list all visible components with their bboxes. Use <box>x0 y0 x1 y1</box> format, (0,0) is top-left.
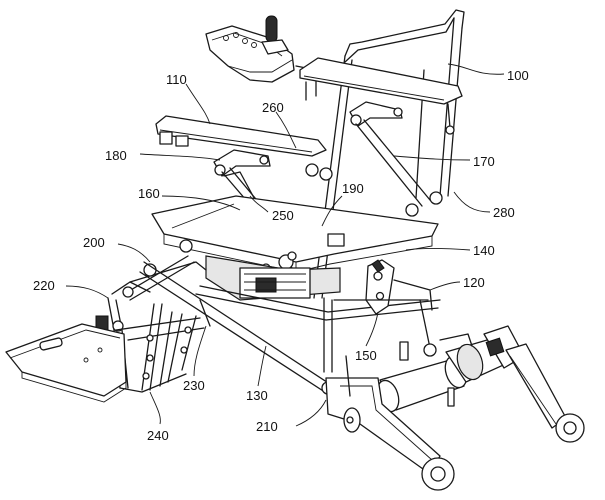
armrest-front <box>155 115 333 181</box>
label-150: 150 <box>355 348 377 363</box>
joystick-controller <box>205 15 317 101</box>
label-100: 100 <box>507 68 529 83</box>
label-160: 160 <box>138 186 160 201</box>
label-210: 210 <box>256 419 278 434</box>
label-110: 110 <box>166 72 187 87</box>
leader-lines <box>65 63 505 427</box>
label-200: 200 <box>83 235 105 250</box>
label-260: 260 <box>262 100 284 115</box>
reference-labels: 100 110 120 130 140 150 160 170 180 190 … <box>33 68 529 443</box>
label-120: 120 <box>463 275 485 290</box>
label-180: 180 <box>105 148 127 163</box>
label-230: 230 <box>183 378 205 393</box>
label-170: 170 <box>473 154 495 169</box>
label-280: 280 <box>493 205 515 220</box>
label-130: 130 <box>246 388 268 403</box>
seat-plate <box>151 195 439 273</box>
label-240: 240 <box>147 428 169 443</box>
label-220: 220 <box>33 278 55 293</box>
armrest-rear <box>299 57 463 135</box>
front-leg-frame <box>95 255 207 393</box>
backrest-frame <box>313 9 465 299</box>
rear-drive-assembly <box>325 325 585 491</box>
label-140: 140 <box>473 243 495 258</box>
lift-bracket <box>323 259 437 373</box>
label-190: 190 <box>342 181 364 196</box>
label-250: 250 <box>272 208 294 223</box>
under-seat-mechanism <box>195 255 441 327</box>
footrest-plate <box>5 323 127 403</box>
